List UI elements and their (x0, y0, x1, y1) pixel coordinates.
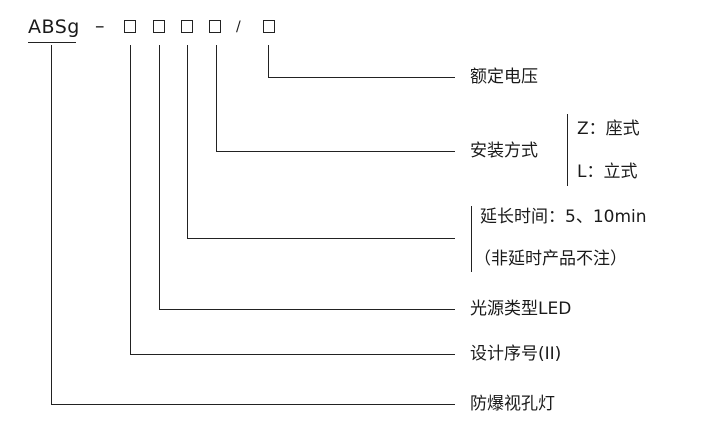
code-box-2 (153, 20, 165, 33)
leader-delay-horizontal (187, 238, 455, 240)
prefix-underline (28, 42, 76, 44)
leader-voltage-horizontal (268, 77, 455, 79)
leader-design-horizontal (130, 354, 455, 356)
install-option-z: Z：座式 (577, 119, 640, 139)
label-product: 防爆视孔灯 (470, 394, 555, 414)
label-light-source: 光源类型LED (470, 299, 572, 319)
install-options-bracket (567, 114, 569, 186)
label-rated-voltage: 额定电压 (470, 67, 538, 87)
label-delay-note: （非延时产品不注） (474, 249, 627, 269)
install-option-l: L：立式 (577, 162, 638, 182)
leader-light-vertical (159, 45, 161, 310)
code-box-3 (181, 20, 193, 33)
delay-bracket (471, 206, 473, 272)
leader-install-vertical (216, 45, 218, 152)
leader-product-horizontal (51, 404, 455, 406)
model-prefix: ABSg (28, 16, 80, 38)
label-design-no: 设计序号(II) (470, 344, 562, 364)
leader-design-vertical (130, 45, 132, 355)
model-dash: – (95, 15, 105, 37)
code-box-4 (209, 20, 221, 33)
code-box-5 (263, 20, 275, 33)
leader-product-vertical (51, 45, 53, 405)
leader-install-horizontal (216, 151, 455, 153)
code-box-1 (124, 20, 136, 33)
model-slash: / (236, 19, 241, 35)
label-install-method: 安装方式 (470, 141, 538, 161)
leader-light-horizontal (159, 309, 455, 311)
leader-voltage-vertical (268, 45, 270, 78)
label-delay-time: 延长时间：5、10min (480, 207, 647, 227)
leader-delay-vertical (187, 45, 189, 239)
